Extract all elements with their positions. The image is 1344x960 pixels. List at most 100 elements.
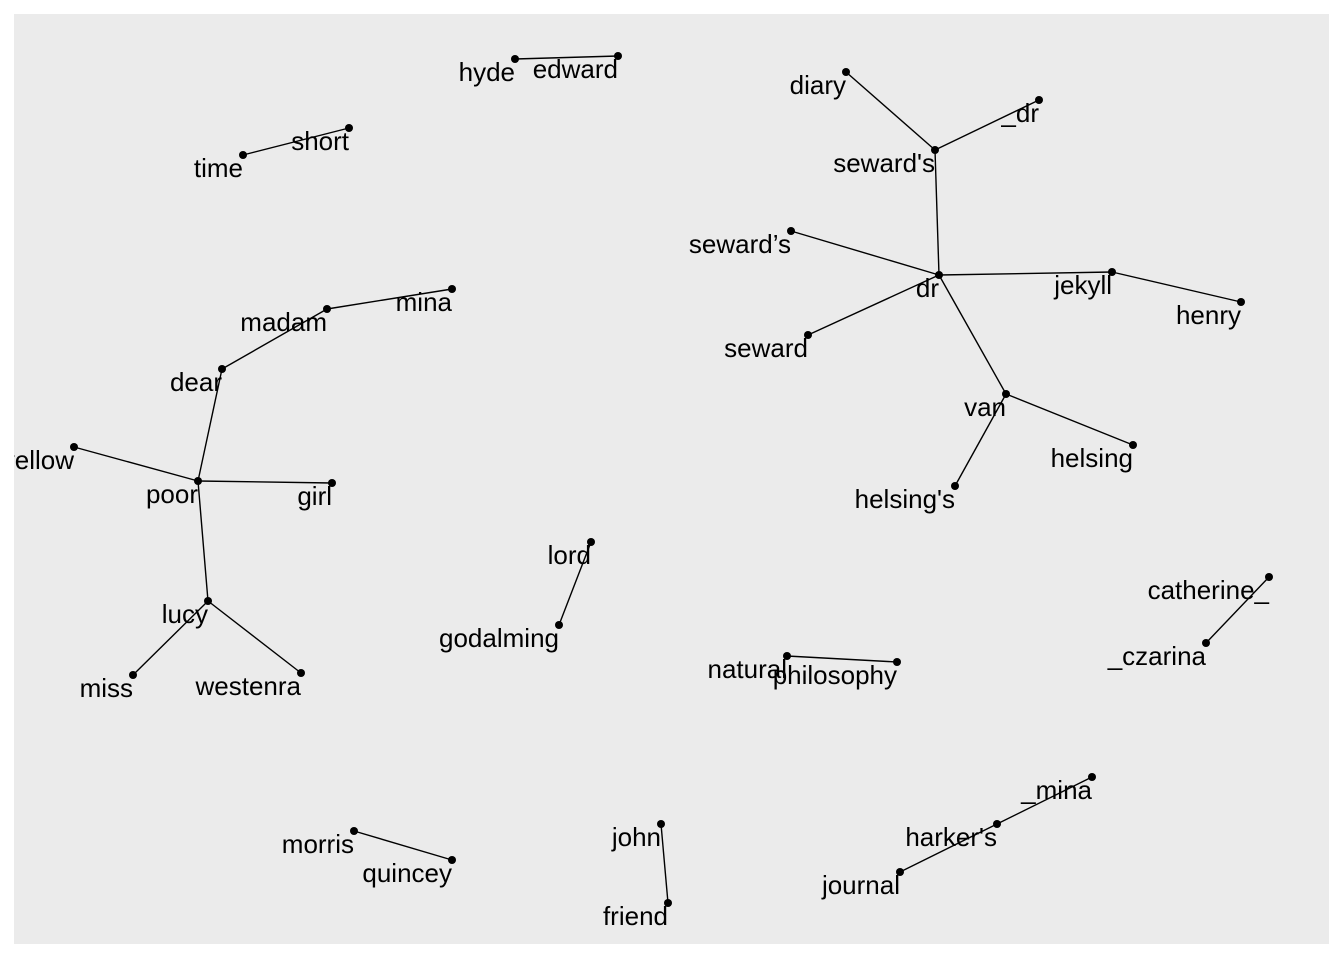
node-point <box>194 477 202 485</box>
node-point <box>1265 573 1273 581</box>
node-label: henry <box>1176 300 1241 330</box>
edge-dr-van <box>938 274 1007 395</box>
node-point <box>657 820 665 828</box>
node-point <box>350 827 358 835</box>
edge-poor-lucy <box>197 480 209 602</box>
edge-dear-poor <box>197 368 223 482</box>
edge-hyde-edward <box>514 55 619 60</box>
node-label: seward <box>724 333 808 363</box>
edge-natural-philosophy <box>786 655 898 663</box>
edge-seward’s-dr <box>790 230 940 276</box>
node-label: _dr <box>1000 98 1039 128</box>
node-point <box>1002 390 1010 398</box>
node-label: yellow <box>2 445 74 475</box>
node-label: westenra <box>195 671 302 701</box>
node-point <box>896 868 904 876</box>
edge-time-short <box>242 127 350 156</box>
edge-_mina-harker's <box>996 776 1093 825</box>
edge-lucy-westenra <box>207 600 302 674</box>
node-point <box>664 899 672 907</box>
node-point <box>587 538 595 546</box>
node-point <box>614 52 622 60</box>
node-label: _mina <box>1020 775 1092 805</box>
node-label: miss <box>80 673 133 703</box>
node-point <box>323 305 331 313</box>
node-label: journal <box>821 870 900 900</box>
edge-john-friend <box>660 823 669 904</box>
edge-poor-girl <box>197 480 333 484</box>
node-label: jekyll <box>1053 270 1112 300</box>
node-label: john <box>611 822 661 852</box>
node-point <box>993 820 1001 828</box>
node-label: lucy <box>162 599 208 629</box>
node-point <box>893 658 901 666</box>
node-label: seward’s <box>689 229 791 259</box>
node-point <box>218 365 226 373</box>
edge-seward's-_dr <box>934 99 1040 151</box>
node-point <box>1108 268 1116 276</box>
node-label: edward <box>533 54 618 84</box>
node-point <box>204 597 212 605</box>
node-label: friend <box>603 901 668 931</box>
node-label: madam <box>240 307 327 337</box>
node-label: short <box>291 126 350 156</box>
node-point <box>935 271 943 279</box>
node-point <box>931 146 939 154</box>
node-point <box>783 652 791 660</box>
node-point <box>1202 639 1210 647</box>
edge-seward's-dr <box>934 149 940 276</box>
node-label: hyde <box>459 57 515 87</box>
node-point <box>448 856 456 864</box>
edge-van-helsing's <box>954 393 1007 487</box>
edge-dr-seward <box>807 274 940 336</box>
node-label: morris <box>282 829 354 859</box>
node-point <box>297 669 305 677</box>
edge-harker's-journal <box>899 823 998 873</box>
node-point <box>1129 441 1137 449</box>
node-label: harker's <box>905 822 997 852</box>
node-label: philosophy <box>773 660 897 690</box>
edge-jekyll-henry <box>1111 271 1242 303</box>
node-label: mina <box>396 287 453 317</box>
edge-lord-godalming <box>558 541 592 626</box>
node-label: time <box>194 153 243 183</box>
node-label: van <box>964 392 1006 422</box>
edge-morris-quincey <box>353 830 453 861</box>
node-label: catherine_ <box>1148 575 1270 605</box>
node-label: dr <box>916 273 939 303</box>
node-label: girl <box>297 481 332 511</box>
node-point <box>555 621 563 629</box>
edge-diary-seward's <box>845 71 936 151</box>
node-point <box>1237 298 1245 306</box>
edge-lucy-miss <box>132 600 209 676</box>
node-label: dear <box>170 367 222 397</box>
node-point <box>511 55 519 63</box>
edge-madam-dear <box>221 308 328 370</box>
node-point <box>951 482 959 490</box>
node-point <box>70 443 78 451</box>
node-label: poor <box>146 479 198 509</box>
node-label: natural <box>708 654 788 684</box>
edge-van-helsing <box>1005 393 1134 446</box>
node-label: quincey <box>362 858 452 888</box>
node-point <box>804 331 812 339</box>
edge-dr-jekyll <box>938 271 1113 276</box>
node-point <box>239 151 247 159</box>
edge-poor-yellow <box>73 446 199 482</box>
plot-panel <box>14 14 1329 944</box>
node-label: diary <box>790 70 846 100</box>
node-point <box>1035 96 1043 104</box>
node-point <box>129 671 137 679</box>
node-label: helsing <box>1051 443 1133 473</box>
node-label: lord <box>548 540 591 570</box>
node-label: helsing's <box>855 484 955 514</box>
node-point <box>448 285 456 293</box>
node-point <box>328 479 336 487</box>
node-point <box>1088 773 1096 781</box>
node-label: _czarina <box>1107 641 1207 671</box>
edge-catherine_-_czarina <box>1205 576 1270 644</box>
node-label: godalming <box>439 623 559 653</box>
node-point <box>787 227 795 235</box>
node-point <box>345 124 353 132</box>
